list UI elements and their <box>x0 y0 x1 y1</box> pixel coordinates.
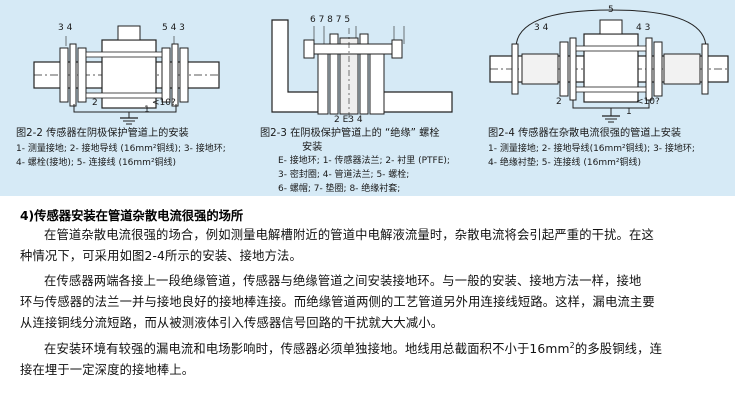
paragraph-2-line-2: 环与传感器的法兰一并与接地良好的接地棒连接。而绝缘管道两侧的工艺管道另外用连接线… <box>20 295 655 309</box>
section-heading: 4)传感器安装在管道杂散电流很强的场所 <box>20 209 244 223</box>
figure-2-2-legend-1: 1- 测量接地; 2- 接地导线 (16mm²铜线); 3- 接地环; <box>16 144 226 154</box>
figure-2-2-label-34: 3 4 <box>58 23 73 33</box>
figure-2-2-title: 图2-2 传感器在阴极保护管道上的安装 <box>16 128 189 139</box>
figure-2-3-title-cont: 安装 <box>302 142 323 153</box>
figure-2-2: 3 4 5 4 3 2 1 <10? 图2-2 传感器在阴极保护管道上的安装 1… <box>14 0 229 196</box>
figure-2-4-label-34: 3 4 <box>534 23 549 33</box>
paragraph-3-line-1: 在安装环境有较强的漏电流和电场影响时，传感器必须单独接地。地线用总截面积不小于1… <box>44 340 662 359</box>
figure-2-2-angle: <10? <box>152 98 176 108</box>
paragraph-3-text-a: 在安装环境有较强的漏电流和电场影响时，传感器必须单独接地。地线用总截面积不小于1… <box>44 342 570 356</box>
figure-2-3-legend-3: 6- 螺帽; 7- 垫圈; 8- 绝缘衬套; <box>278 184 401 194</box>
figure-2-3-drawing <box>271 19 453 122</box>
figure-2-3-legend-2: 3- 密封圈; 4- 管道法兰; 5- 螺栓; <box>278 170 410 180</box>
figure-2-2-label-1: 1 <box>144 105 150 115</box>
paragraph-2-line-1: 在传感器两端各接上一段绝缘管道，传感器与绝缘管道之间安装接地环。与一般的安装、接… <box>44 274 642 288</box>
figure-2-4-title: 图2-4 传感器在杂散电流很强的管道上安装 <box>488 128 682 139</box>
paragraph-3-superscript: 2 <box>569 341 575 350</box>
figure-2-4-legend-1: 1- 测量接地; 2- 接地导线(16mm²铜线); 3- 接地环; <box>488 144 695 154</box>
figure-2-2-label-2: 2 <box>92 98 98 108</box>
figure-2-3-legend-1: E- 接地环; 1- 传感器法兰; 2- 衬里 (PTFE); <box>278 156 450 166</box>
figure-2-4-label-1: 1 <box>626 107 632 117</box>
figure-2-2-legend-2: 4- 螺栓(接地); 5- 连接线 (16mm²铜线) <box>16 158 177 168</box>
figure-2-3: 6 7 8 7 5 2 E3 4 图2-3 在阴极保护管道上的 “绝缘” 螺栓 … <box>252 0 474 196</box>
paragraph-1-line-2: 种情况下，可采用如图2-4所示的安装、接地方法。 <box>20 249 302 263</box>
figure-2-4-label-5: 5 <box>608 5 614 15</box>
figure-2-3-labels-bottom: 2 E3 4 <box>334 115 363 125</box>
figure-2-4-angle: <10? <box>636 97 660 107</box>
figure-2-3-title: 图2-3 在阴极保护管道上的 “绝缘” 螺栓 <box>260 128 440 139</box>
figure-2-4: 3 4 5 4 3 2 1 <10? 图2-4 传感器在杂散电流很强的管道上安装… <box>486 0 731 196</box>
figure-2-3-labels-top: 6 7 8 7 5 <box>310 15 351 25</box>
paragraph-2-line-3: 从连接铜线分流短路，而从被测液体引入传感器信号回路的干扰就大大减小。 <box>20 316 444 330</box>
figure-2-4-label-43: 4 3 <box>636 23 651 33</box>
figure-2-2-label-543: 5 4 3 <box>162 23 185 33</box>
paragraph-1-line-1: 在管道杂散电流很强的场合，例如测量电解槽附近的管道中电解液流量时，杂散电流将会引… <box>44 228 654 242</box>
figure-2-4-legend-2: 4- 绝缘衬垫; 5- 连接线 (16mm²铜线) <box>488 158 642 168</box>
paragraph-3-line-2: 接在埋于一定深度的接地棒上。 <box>20 363 195 377</box>
paragraph-3-text-b: 的多股铜线，连 <box>574 342 663 356</box>
figure-2-4-drawing <box>489 9 729 123</box>
figure-2-4-label-2: 2 <box>556 97 562 107</box>
figure-2-2-drawing <box>33 25 220 125</box>
